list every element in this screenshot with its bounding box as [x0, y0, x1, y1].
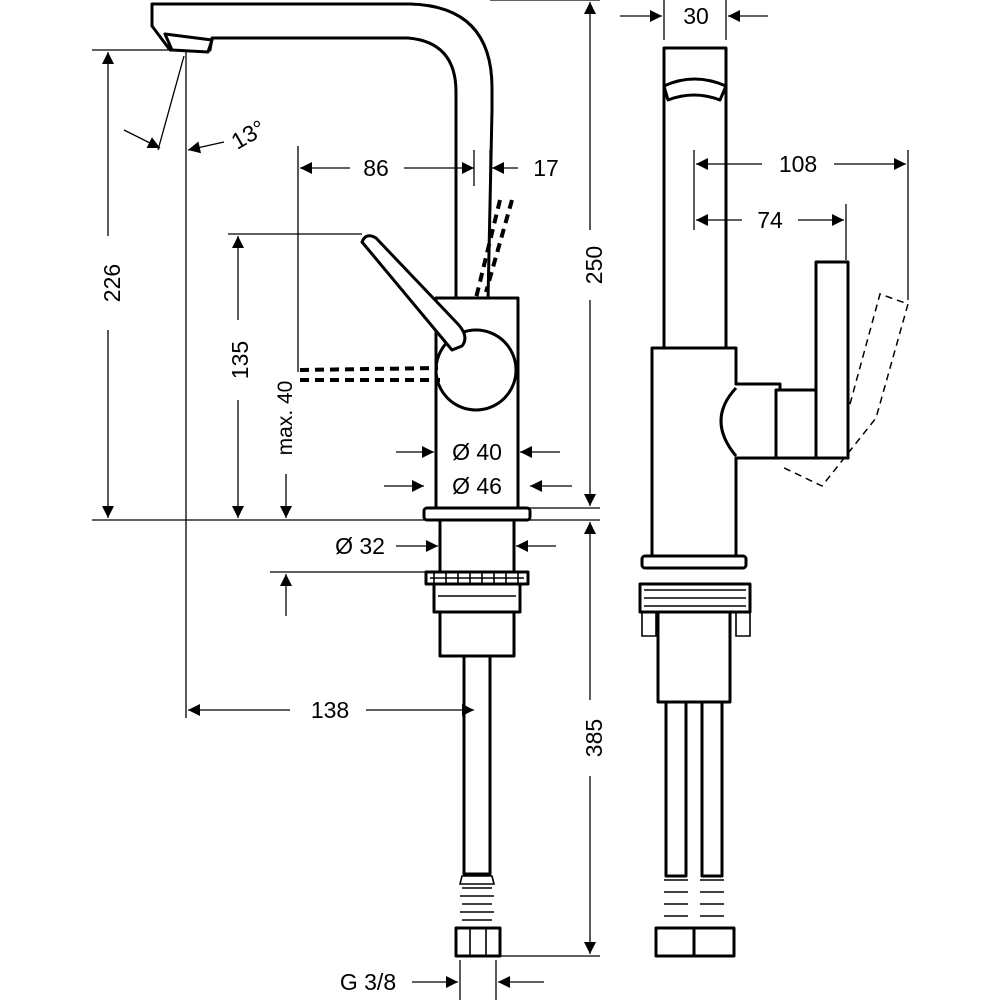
base-ring: [422, 506, 532, 522]
label-lever-height: 135: [227, 341, 253, 379]
side-hose-nut-right: [692, 926, 736, 958]
hose-crimp: [458, 875, 496, 921]
side-lever: [814, 260, 850, 460]
spout-aerator: [163, 32, 214, 54]
side-body: [650, 346, 782, 558]
side-hose-left: [664, 700, 688, 878]
fixing-nut: [432, 582, 522, 614]
fixing-body: [438, 610, 516, 658]
label-dia-46: Ø 46: [452, 473, 502, 499]
label-hose-length: 385: [581, 719, 607, 757]
label-depth-74: 74: [757, 207, 783, 233]
side-screws: [641, 612, 751, 637]
label-dia-32: Ø 32: [335, 533, 385, 559]
dimension-lines: [92, 0, 909, 1000]
label-reach-lever: 86: [363, 155, 389, 181]
label-lever-offset: 17: [533, 155, 559, 181]
label-max-thickness: max. 40: [274, 381, 297, 456]
lever-alt-position-horizontal: [299, 366, 440, 382]
dimension-labels: 13° 226 135 max. 40 86 17 250 Ø 40 Ø 46 …: [99, 3, 817, 995]
washer-teeth: [430, 572, 524, 584]
label-angle: 13°: [227, 115, 270, 155]
side-fixing-body: [656, 610, 732, 704]
side-view: [638, 46, 909, 958]
label-projection: 138: [311, 697, 349, 723]
side-base-ring: [640, 554, 748, 570]
lever: [360, 234, 467, 352]
front-view: [150, 2, 532, 958]
lever-alt-position-up: [474, 199, 514, 299]
mounting-shank: [438, 518, 516, 574]
label-dia-40: Ø 40: [452, 439, 502, 465]
label-width-side: 30: [683, 3, 709, 29]
side-spout-tip: [662, 77, 728, 102]
side-hose-right: [700, 700, 724, 878]
hose-connection-nut: [454, 926, 502, 958]
label-total-height: 250: [581, 246, 607, 284]
label-spout-height: 226: [99, 264, 125, 302]
side-hose-nut-left: [654, 926, 698, 958]
label-depth-108: 108: [779, 151, 817, 177]
side-lever-hub: [719, 386, 738, 457]
supply-hose: [462, 654, 492, 876]
label-connection: G 3/8: [340, 969, 396, 995]
